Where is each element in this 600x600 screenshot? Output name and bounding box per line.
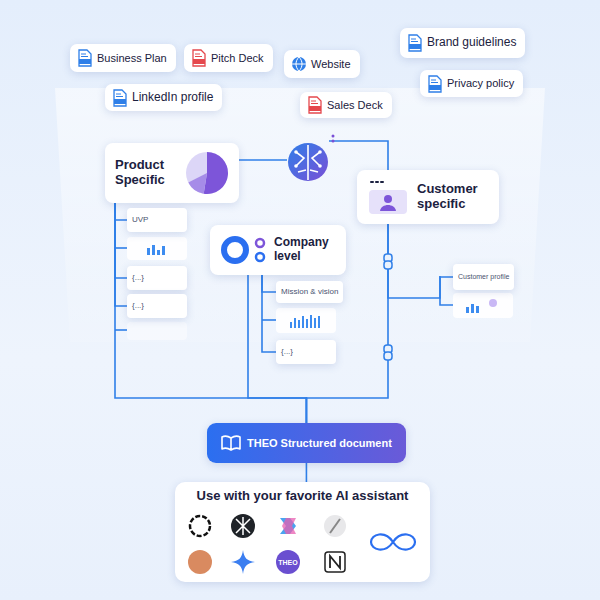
document-icon [408,34,422,52]
source-tag: Brand guidelines [400,28,525,58]
source-tag: LinkedIn profile [105,84,222,111]
node-text: Product Specific [115,158,179,188]
content-card: {...} [276,340,336,364]
document-icon [428,75,442,93]
node-text: Brand guidelines [427,36,516,50]
content-card: Mission & vision [276,281,343,303]
logo-text: THEO [278,559,297,566]
node-text: THEO Structured document [247,437,392,450]
content-card: Customer profile [453,264,514,290]
node-text: Use with your favorite AI assistant [197,489,409,504]
document-icon [308,96,322,114]
assistant-panel: THEO Use with your favorite AI assistant [175,482,430,582]
category-box: Product Specific [105,143,239,203]
connector [262,275,276,292]
content-card: {...} [127,294,187,318]
node-text: {...} [132,301,144,310]
node-text: Pitch Deck [211,52,264,65]
node-text: Mission & vision [281,287,338,296]
source-tag: Website [284,50,360,78]
dot [332,135,335,138]
document-icon [113,89,127,107]
connector [262,275,276,352]
node-text: {...} [281,347,293,356]
source-tag: Sales Deck [300,92,392,118]
document-icon [192,49,206,67]
connector [115,203,127,306]
dot [332,140,335,143]
output-box: THEO Structured document [207,423,406,463]
source-tag: Business Plan [70,44,176,72]
brain-links [237,141,388,170]
node-text: LinkedIn profile [132,91,213,105]
node-text: Privacy policy [447,77,514,90]
connector [306,463,308,482]
category-box: Company level [210,225,346,275]
globe-icon [291,56,307,72]
document-icon [78,49,92,67]
brain-icon [288,143,328,181]
glass-panel [55,88,545,342]
node-text: Business Plan [97,52,167,65]
node-text: UVP [132,215,148,224]
source-tag: Privacy policy [420,70,523,97]
content-card: UVP [127,208,187,232]
book-icon [221,435,241,451]
content-card: {...} [127,266,187,290]
node-text: Website [311,58,351,71]
node-text: Sales Deck [327,99,383,112]
connector [115,203,127,220]
source-tag: Pitch Deck [184,44,273,72]
connector [115,203,127,278]
node-text: Customer specific [417,182,489,212]
category-box: Customer specific [357,170,499,224]
customer-icon [367,178,409,216]
pie-icon [185,151,229,195]
node-text: Company level [274,236,336,264]
node-text: Customer profile [458,273,509,281]
ring-icon [220,233,268,267]
connector [388,224,453,298]
node-text: {...} [132,273,144,282]
